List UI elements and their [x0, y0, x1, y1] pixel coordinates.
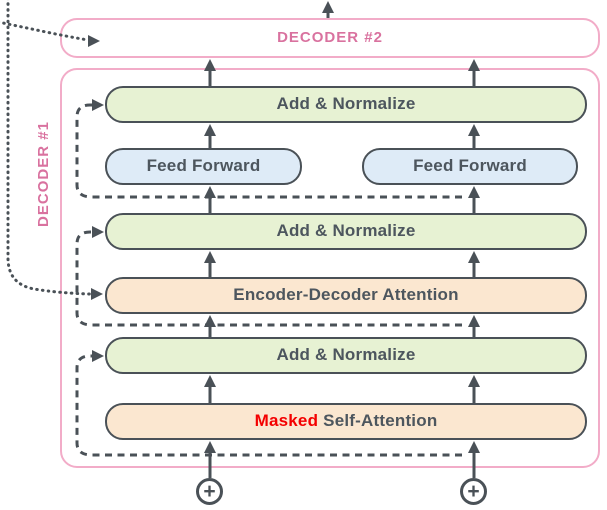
- encoder-decoder-attention-label: Encoder-Decoder Attention: [233, 285, 459, 304]
- decoder-1-label: DECODER #1: [35, 121, 52, 227]
- masked-self-attention-label: Self-Attention: [323, 411, 438, 430]
- add-normalize-top-label: Add & Normalize: [276, 94, 416, 113]
- add-normalize-bottom-box: Add & Normalize: [105, 337, 587, 374]
- feed-forward-left-box: Feed Forward: [105, 148, 302, 185]
- add-normalize-middle-box: Add & Normalize: [105, 213, 587, 250]
- plus-circle-icon: +: [460, 478, 487, 505]
- feed-forward-left-label: Feed Forward: [146, 156, 261, 175]
- output-up-arrow: [322, 1, 334, 18]
- feed-forward-right-label: Feed Forward: [413, 156, 527, 175]
- add-normalize-middle-label: Add & Normalize: [276, 221, 416, 240]
- decoder-2-label: DECODER #2: [277, 29, 383, 46]
- masked-word-highlight: Masked: [254, 411, 319, 430]
- decoder-2-box: DECODER #2: [60, 18, 600, 58]
- feed-forward-right-box: Feed Forward: [362, 148, 578, 185]
- add-normalize-bottom-label: Add & Normalize: [276, 345, 416, 364]
- encoder-decoder-attention-box: Encoder-Decoder Attention: [105, 277, 587, 314]
- plus-circle-icon: +: [196, 478, 223, 505]
- add-normalize-top-box: Add & Normalize: [105, 86, 587, 123]
